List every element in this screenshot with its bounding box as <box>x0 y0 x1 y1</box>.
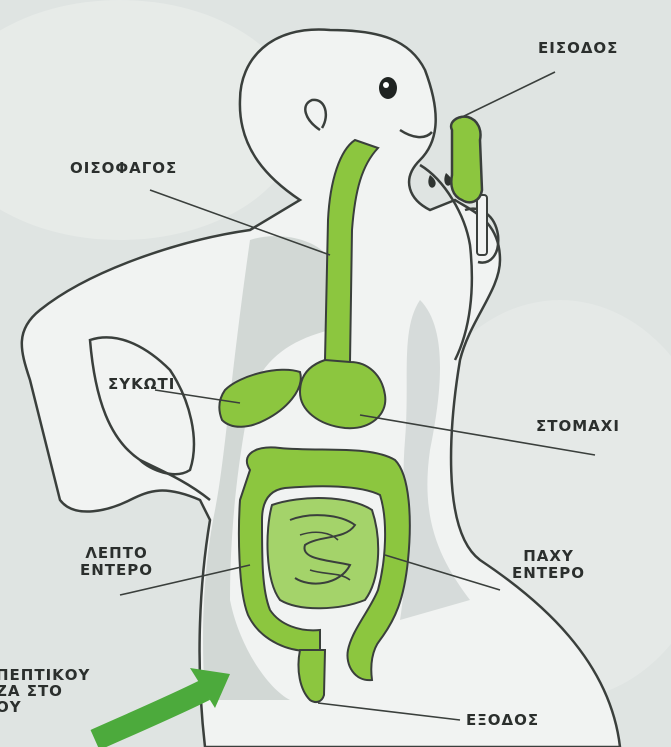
caption-fragment: ΠΕΠΤΙΚΟΥ ΖΑ ΣΤΟ ΟΥ <box>0 668 90 715</box>
label-stomach: ΣΤΟΜΑΧΙ <box>536 418 620 435</box>
label-small-intestine-line2: ΕΝΤΕΡΟ <box>80 562 153 579</box>
label-exit: ΕΞΟΔΟΣ <box>466 712 539 729</box>
caption-line3: ΟΥ <box>0 700 90 716</box>
label-liver: ΣΥΚΩΤΙ <box>108 376 175 393</box>
label-large-intestine-line2: ΕΝΤΕΡΟ <box>512 565 585 582</box>
label-large-intestine: ΠΑΧΥ ΕΝΤΕΡΟ <box>512 548 585 583</box>
label-entrance: ΕΙΣΟΔΟΣ <box>538 40 618 57</box>
label-small-intestine: ΛΕΠΤΟ ΕΝΤΕΡΟ <box>80 545 153 580</box>
label-small-intestine-line1: ΛΕΠΤΟ <box>80 545 153 562</box>
label-esophagus: ΟΙΣΟΦΑΓΟΣ <box>70 160 177 177</box>
label-large-intestine-line1: ΠΑΧΥ <box>512 548 585 565</box>
